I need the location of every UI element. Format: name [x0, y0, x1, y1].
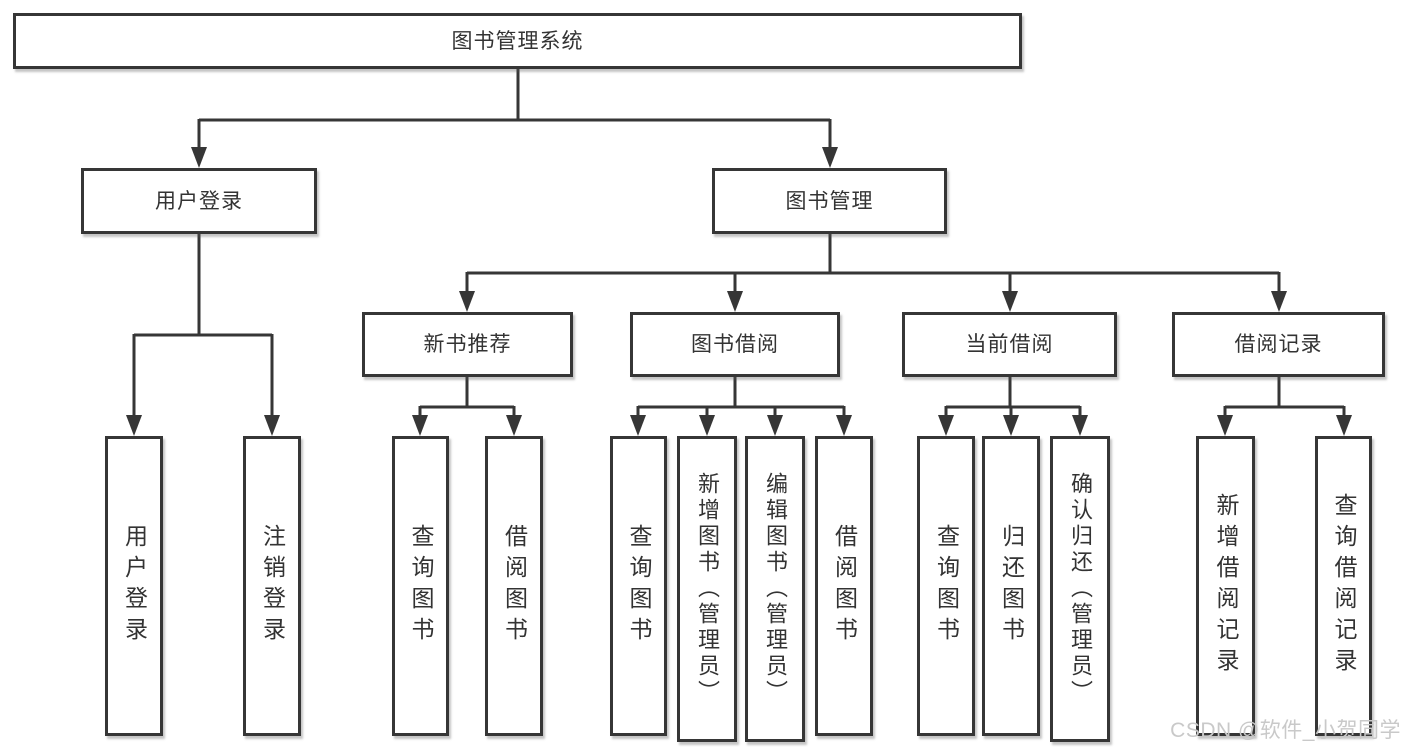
leaf-query-borrow-record: 查询借阅记录 — [1315, 436, 1372, 736]
node-current-borrow: 当前借阅 — [902, 312, 1117, 377]
csdn-watermark: CSDN @软件_小贺同学 — [1170, 719, 1401, 742]
leaf-add-borrow-record: 新增借阅记录 — [1196, 436, 1255, 736]
arrowheads — [126, 147, 1352, 436]
leaf-confirm-return-admin: 确认归还（管理员） — [1050, 436, 1110, 742]
connector-borrow-records-fork — [1223, 377, 1346, 422]
connector-new-book-fork — [418, 377, 516, 422]
leaf-borrow-books: 借阅图书 — [815, 436, 873, 736]
leaf-logout: 注销登录 — [243, 436, 301, 736]
leaf-add-books-admin: 新增图书（管理员） — [677, 436, 737, 742]
leaf-query-books-recommend: 查询图书 — [392, 436, 449, 736]
leaf-query-books-current: 查询图书 — [917, 436, 975, 736]
node-book-management: 图书管理 — [712, 168, 947, 234]
node-borrow-records: 借阅记录 — [1172, 312, 1385, 377]
node-user-login: 用户登录 — [81, 168, 317, 234]
node-new-book-recommend: 新书推荐 — [362, 312, 573, 377]
leaf-edit-books-admin: 编辑图书（管理员） — [745, 436, 805, 742]
connector-book-management-fork — [465, 233, 1281, 295]
leaf-user-login: 用户登录 — [105, 436, 163, 736]
connector-user-login-fork — [132, 233, 274, 420]
node-root-system: 图书管理系统 — [13, 13, 1022, 69]
leaf-borrow-books-recommend: 借阅图书 — [485, 436, 543, 736]
connector-root-fork — [197, 68, 832, 150]
node-book-borrow: 图书借阅 — [630, 312, 840, 377]
leaf-return-books: 归还图书 — [982, 436, 1040, 736]
connector-book-borrow-fork — [636, 377, 846, 422]
connector-current-borrow-fork — [944, 377, 1082, 422]
leaf-query-books-borrow: 查询图书 — [610, 436, 667, 736]
